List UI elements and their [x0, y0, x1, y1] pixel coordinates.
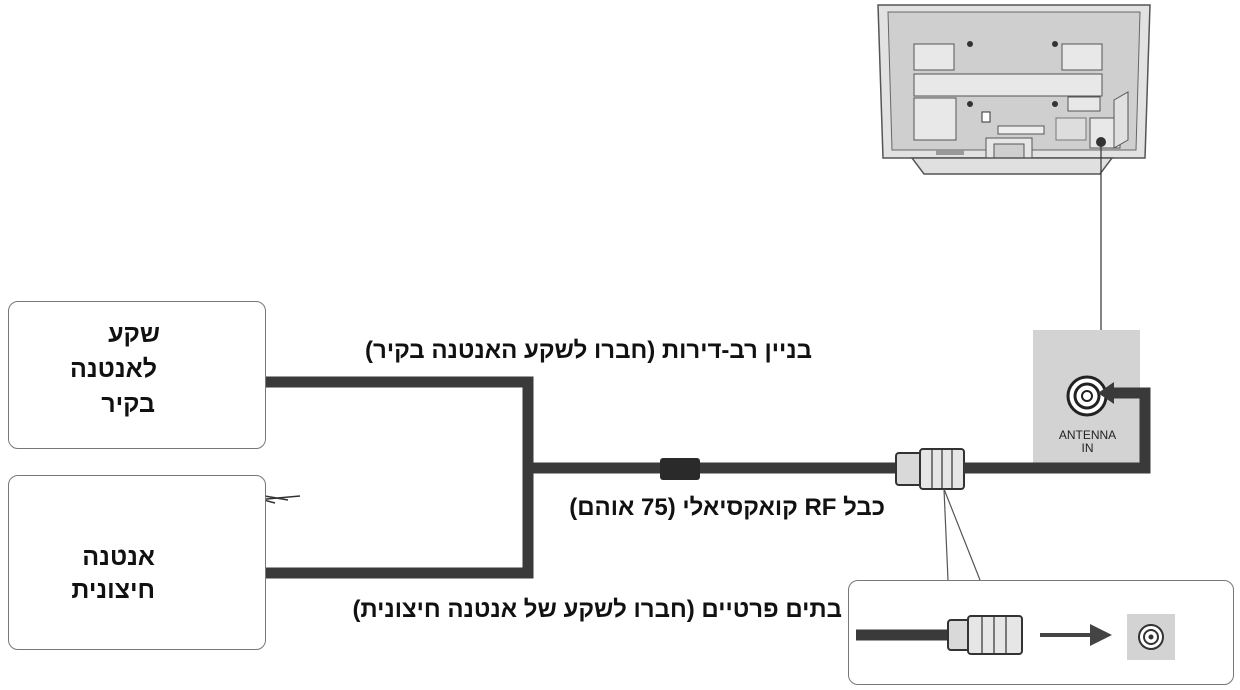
ferrite-core-icon [660, 458, 700, 480]
tv-feed-cable [964, 387, 1151, 474]
inset-jack-icon [1127, 614, 1175, 660]
antenna-in-label: ANTENNA IN [1050, 429, 1125, 454]
wall-jack-label-2: לאנטנה [70, 355, 157, 383]
inset-connector-icon [947, 615, 1023, 655]
wall-jack-label-1: שקע [108, 320, 160, 348]
outdoor-antenna-label-2: חיצונית [71, 576, 155, 604]
inset-box [848, 580, 1234, 685]
rf-connector-icon [895, 448, 965, 490]
inset-arrow-icon [1090, 624, 1112, 646]
homes-caption: בתים פרטיים (חברו לשקע של אנטנה חיצונית) [352, 596, 842, 623]
arrow-icon [1098, 382, 1114, 404]
antenna-in-jack-icon [1066, 375, 1108, 417]
cable-caption: כבל RF קואקסיאלי (75 אוהם) [569, 494, 885, 521]
wall-jack-label-3: בקיר [101, 390, 155, 418]
tv-back-icon [877, 4, 1151, 175]
antenna-in-line-1: ANTENNA [1058, 428, 1117, 442]
building-caption: בניין רב-דירות (חברו לשקע האנטנה בקיר) [365, 337, 812, 364]
antenna-in-line-2: IN [1081, 440, 1094, 455]
outdoor-antenna-box [8, 475, 266, 650]
outdoor-antenna-label-1: אנטנה [82, 543, 155, 571]
wall-jack-box [8, 301, 266, 449]
